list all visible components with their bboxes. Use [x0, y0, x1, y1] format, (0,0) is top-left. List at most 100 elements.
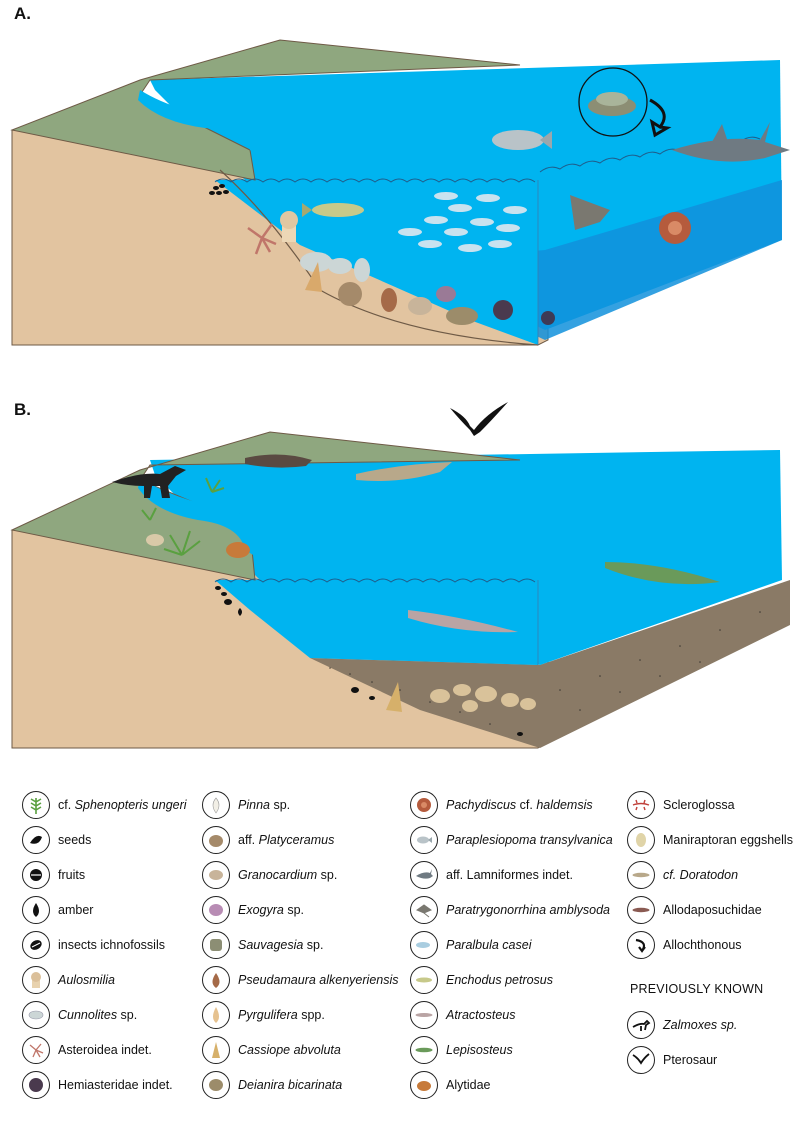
- panel-a-scene: [10, 39, 790, 346]
- legend-item: fruits: [22, 861, 85, 889]
- ray-icon: [410, 896, 438, 924]
- legend-label: fruits: [58, 868, 86, 882]
- legend-label: Cunnolites sp.: [58, 1008, 138, 1022]
- legend-label: Aulosmilia: [58, 973, 115, 987]
- shells-bottom: [305, 262, 555, 325]
- cunnolites-group: [300, 252, 370, 282]
- amber-drop-icon: [22, 896, 50, 924]
- pterosaur: [450, 402, 508, 436]
- land-surface: [10, 431, 521, 581]
- legend-label: Allochthonous: [663, 938, 742, 952]
- legend-item: Paratrygonorrhina amblysoda: [410, 896, 610, 924]
- legend-item: Zalmoxes sp.: [627, 1011, 737, 1039]
- legend-item: Paraplesiopoma transylvanica: [410, 826, 613, 854]
- legend: cf. Sphenopteris ungeri seeds fruits amber i…: [0, 785, 800, 1115]
- cassiope-shell: [386, 682, 402, 712]
- ammonite: [659, 212, 691, 244]
- fern-icon: [22, 791, 50, 819]
- starfish: [247, 223, 277, 255]
- amber-drops: [215, 586, 242, 616]
- legend-label: Maniraptoran eggshells: [663, 833, 793, 847]
- eggshells: [146, 534, 164, 546]
- legend-label: Granocardium sp.: [238, 868, 338, 882]
- legend-label: cf. Doratodon: [663, 868, 739, 882]
- fruit-icon: [22, 861, 50, 889]
- legend-label: Enchodus petrosus: [446, 973, 554, 987]
- legend-label: aff. Platyceramus: [238, 833, 335, 847]
- legend-label: Deianira bicarinata: [238, 1078, 343, 1092]
- legend-label: cf. Sphenopteris ungeri: [58, 798, 187, 812]
- legend-label: Lepisosteus: [446, 1043, 513, 1057]
- legend-label: Scleroglossa: [663, 798, 735, 812]
- legend-label: Exogyra sp.: [238, 903, 305, 917]
- pterosaur-icon: [627, 1046, 655, 1074]
- seed-icon: [22, 826, 50, 854]
- legend-label: Pyrgulifera spp.: [238, 1008, 325, 1022]
- coral-icon: [22, 966, 50, 994]
- legend-label: Atractosteus: [446, 1008, 516, 1022]
- enchodus-icon: [410, 966, 438, 994]
- atractosteus-gar: [408, 610, 518, 633]
- panel-b-label: B.: [14, 400, 31, 419]
- panel-a-label: A.: [14, 4, 31, 23]
- water-front-face: [215, 580, 538, 665]
- paraplesiopoma-fish: [492, 130, 552, 150]
- legend-item: Sauvagesia sp.: [202, 931, 323, 959]
- gar-icon: [410, 1001, 438, 1029]
- spire-snail-icon: [202, 1001, 230, 1029]
- clam-icon: [202, 826, 230, 854]
- legend-label: Pachydiscus cf. haldemsis: [446, 798, 593, 812]
- legend-item: Allochthonous: [627, 931, 742, 959]
- starfish-icon: [22, 1036, 50, 1064]
- aulosmilia-coral: [280, 211, 298, 242]
- frog-icon: [410, 1071, 438, 1099]
- legend-label: Pseudamaura alkenyeriensis: [238, 973, 399, 987]
- legend-item: Pinna sp.: [202, 791, 290, 819]
- legend-item: insects ichnofossils: [22, 931, 165, 959]
- legend-label: Paraplesiopoma transylvanica: [446, 833, 613, 847]
- rudist-icon: [202, 931, 230, 959]
- legend-label: Zalmoxes sp.: [663, 1018, 738, 1032]
- fish-school: [398, 192, 527, 252]
- legend-item: Pyrgulifera spp.: [202, 1001, 325, 1029]
- seeds-cluster: [209, 184, 229, 195]
- legend-item: Scleroglossa: [627, 791, 735, 819]
- legend-item: Pseudamaura alkenyeriensis: [202, 966, 399, 994]
- allodaposuchid-icon: [627, 896, 655, 924]
- frog: [226, 542, 250, 558]
- bonefish-icon: [410, 931, 438, 959]
- legend-item: Cassiope abvoluta: [202, 1036, 341, 1064]
- shark-icon: [410, 861, 438, 889]
- legend-item: Pachydiscus cf. haldemsis: [410, 791, 593, 819]
- legend-item: amber: [22, 896, 93, 924]
- legend-label: seeds: [58, 833, 92, 847]
- legend-label: Cassiope abvoluta: [238, 1043, 341, 1057]
- legend-item: seeds: [22, 826, 91, 854]
- legend-item: cf. Doratodon: [627, 861, 738, 889]
- legend-label: Paratrygonorrhina amblysoda: [446, 903, 610, 917]
- legend-label: Asteroidea indet.: [58, 1043, 152, 1057]
- legend-item: Enchodus petrosus: [410, 966, 553, 994]
- legend-item: Paralbula casei: [410, 931, 531, 959]
- disc-coral-icon: [22, 1001, 50, 1029]
- legend-label: insects ichnofossils: [58, 938, 165, 952]
- allochthonous-arrow: [649, 98, 672, 138]
- lizard-icon: [627, 791, 655, 819]
- cockle-icon: [202, 861, 230, 889]
- fern-plants: [141, 477, 225, 556]
- sediment-texture: [329, 611, 761, 735]
- eggshell-icon: [627, 826, 655, 854]
- water-surface: [150, 450, 782, 665]
- slope-line: [219, 169, 539, 346]
- turret-snail-icon: [202, 1036, 230, 1064]
- curved-arrow-icon: [627, 931, 655, 959]
- legend-item: Alytidae: [410, 1071, 490, 1099]
- legend-label: Sauvagesia sp.: [238, 938, 324, 952]
- legend-item: Aulosmilia: [22, 966, 115, 994]
- ammonite-icon: [410, 791, 438, 819]
- legend-item: Cunnolites sp.: [22, 1001, 137, 1029]
- land-surface: [10, 39, 521, 181]
- ray: [570, 180, 635, 230]
- enchodus-fish: [302, 203, 364, 217]
- lepisosteus-gar: [605, 562, 720, 585]
